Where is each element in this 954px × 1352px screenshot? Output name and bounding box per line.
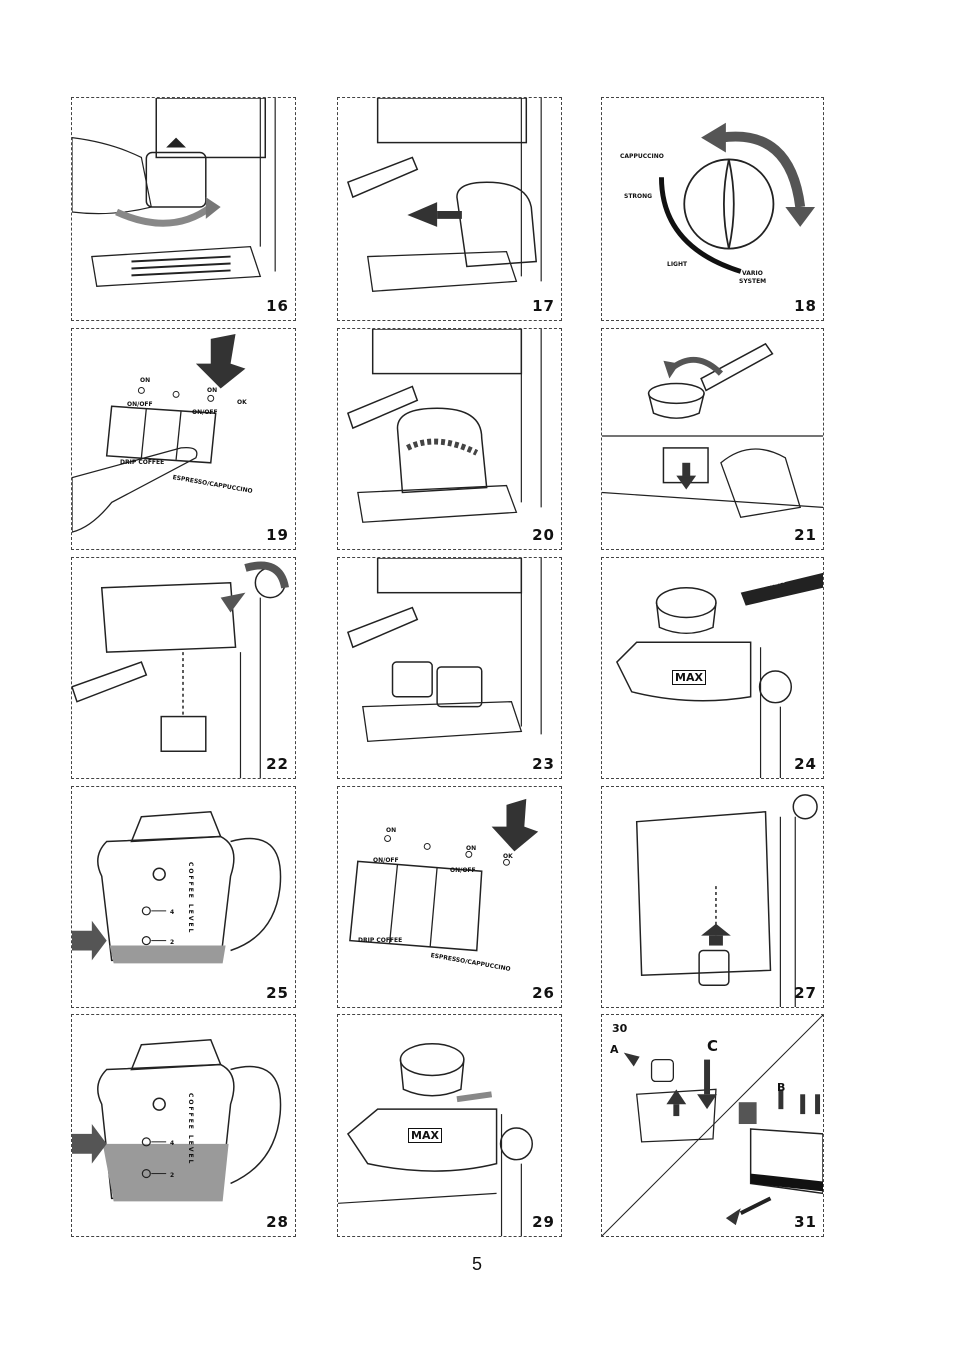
carafe-scale-text: COFFEE LEVEL xyxy=(187,1093,194,1166)
figure-27: 27 xyxy=(601,786,824,1008)
figure-number: 28 xyxy=(266,1213,289,1231)
cup-mark-2: 2 xyxy=(170,1172,175,1179)
label-cappuccino: CAPPUCCINO xyxy=(620,153,664,160)
figure-26: ON ON OK ON/OFF ON/OFF DRIP COFFEE ESPRE… xyxy=(337,786,562,1008)
illustration-milk-max xyxy=(338,1042,533,1236)
illustration-control-panel xyxy=(72,333,246,533)
figure-29: MAX 29 xyxy=(337,1014,562,1237)
label-on-2: ON xyxy=(207,387,218,394)
cup-mark-2: 2 xyxy=(170,939,175,946)
label-light: LIGHT xyxy=(667,261,688,268)
illustration-steam-nozzle xyxy=(635,794,818,1007)
label-on-2: ON xyxy=(466,845,477,852)
figure-number: 20 xyxy=(532,526,555,544)
illustration-carafe-level-low xyxy=(72,810,282,964)
label-ok: OK xyxy=(503,853,513,860)
figure-number: 25 xyxy=(266,984,289,1002)
figure-21: 21 xyxy=(601,328,824,550)
illustration-two-cups xyxy=(346,558,542,743)
label-b: B xyxy=(777,1081,786,1094)
illustration-cleaning-parts xyxy=(602,1015,823,1236)
figure-19: ON ON OK ON/OFF ON/OFF DRIP COFFEE ESPRE… xyxy=(71,328,296,550)
figure-number: 24 xyxy=(794,755,817,773)
figure-number: 22 xyxy=(266,755,289,773)
max-tag: MAX xyxy=(672,670,706,685)
label-drip-coffee: DRIP COFFEE xyxy=(358,937,403,944)
label-onoff-1: ON/OFF xyxy=(373,857,399,864)
label-system: SYSTEM xyxy=(739,278,767,285)
figure-number: 18 xyxy=(794,297,817,315)
max-tag: MAX xyxy=(408,1128,442,1143)
figure-number: 16 xyxy=(266,297,289,315)
label-c: C xyxy=(707,1037,719,1055)
figure-28: COFFEE LEVEL 4 2 28 xyxy=(71,1014,296,1237)
figure-22: 22 xyxy=(71,557,296,779)
figure-number: 17 xyxy=(532,297,555,315)
label-ok: OK xyxy=(237,399,247,406)
illustration-milk-container xyxy=(615,572,823,778)
illustration-carafe-level-high xyxy=(72,1038,282,1202)
figure-24: MAX MILK 24 xyxy=(601,557,824,779)
illustration-filter-fill xyxy=(602,342,823,519)
label-a: A xyxy=(610,1043,619,1056)
label-on-1: ON xyxy=(140,377,151,384)
label-vario: VARIO xyxy=(742,270,763,277)
cup-mark-4: 4 xyxy=(170,1140,175,1147)
illustration-brewing xyxy=(346,329,542,523)
illustration-vario-knob xyxy=(658,122,816,274)
figure-number: 23 xyxy=(532,755,555,773)
label-onoff-2: ON/OFF xyxy=(192,409,218,416)
figure-number: 21 xyxy=(794,526,817,544)
label-on-1: ON xyxy=(386,827,397,834)
label-strong: STRONG xyxy=(624,193,653,200)
illustration-control-panel-2 xyxy=(349,798,539,952)
figure-30-31: 30 A C B 31 xyxy=(601,1014,824,1237)
carafe-scale-text: COFFEE LEVEL xyxy=(187,862,194,935)
illustration-filter-holder xyxy=(72,98,276,287)
cup-mark-4: 4 xyxy=(170,909,175,916)
figure-number: 29 xyxy=(532,1213,555,1231)
label-drip: DRIP COFFEE xyxy=(120,459,165,466)
figure-23: 23 xyxy=(337,557,562,779)
page-number: 5 xyxy=(471,1254,482,1274)
figure-number: 19 xyxy=(266,526,289,544)
figure-number: 26 xyxy=(532,984,555,1002)
figure-20: 20 xyxy=(337,328,562,550)
figure-25: COFFEE LEVEL 4 2 25 xyxy=(71,786,296,1008)
illustration-carafe-insert xyxy=(346,98,542,292)
figure-18: CAPPUCCINO STRONG LIGHT VARIO SYSTEM 18 xyxy=(601,97,824,321)
label-onoff-1: ON/OFF xyxy=(127,401,153,408)
illustration-steam-knob xyxy=(72,561,289,778)
label-onoff-2: ON/OFF xyxy=(450,867,476,874)
figure-number: 27 xyxy=(794,984,817,1002)
figure-number-30: 30 xyxy=(612,1022,628,1035)
figure-17: 17 xyxy=(337,97,562,321)
figure-number-31: 31 xyxy=(794,1213,817,1231)
figure-16: 16 xyxy=(71,97,296,321)
